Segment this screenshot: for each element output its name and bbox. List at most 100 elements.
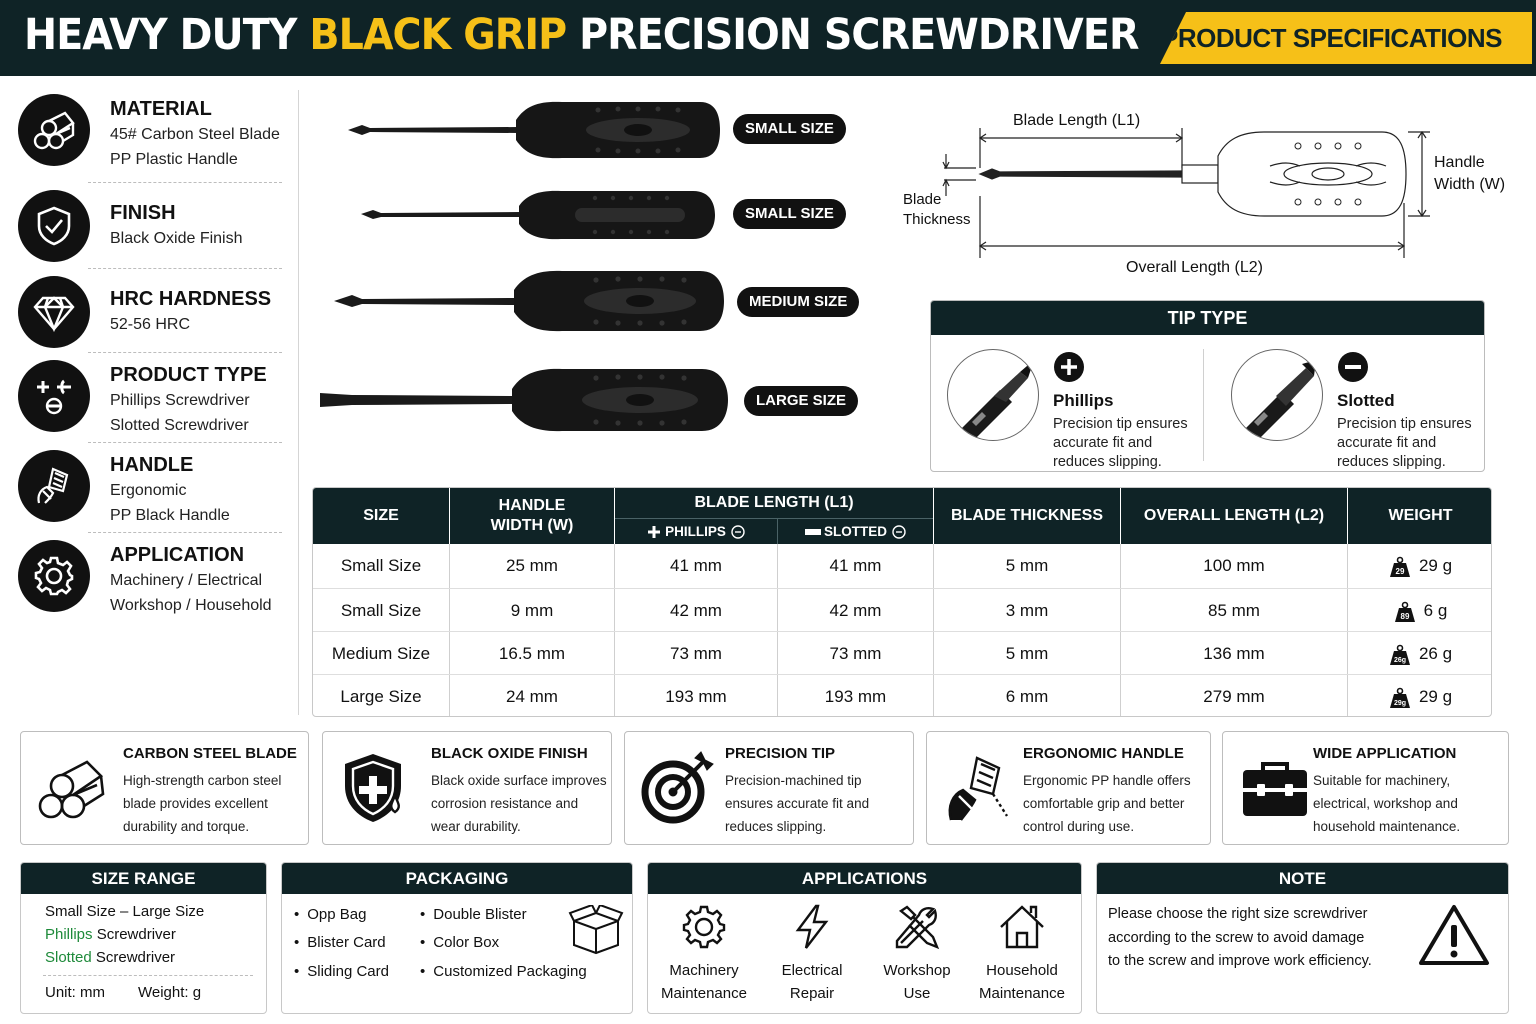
packaging-item: Opp Bag <box>294 906 366 923</box>
spec-table: SIZE HANDLE WIDTH (W) BLADE LENGTH (L1) … <box>312 487 1492 717</box>
phillips-closeup-image <box>947 349 1039 441</box>
slotted-tip-icon <box>892 524 906 539</box>
table-row: Small Size 9 mm 42 mm 42 mm 3 mm 85 mm 8… <box>313 588 1491 632</box>
size-pill: SMALL SIZE <box>733 114 846 144</box>
packaging-item: Color Box <box>420 934 499 951</box>
cell-phillips: 73 mm <box>670 644 722 663</box>
note-panel: NOTE Please choose the right size screwd… <box>1096 862 1509 1014</box>
steel-bars-icon <box>38 760 105 819</box>
col-divider <box>1120 544 1121 716</box>
hand-grip-icon <box>948 756 1009 821</box>
feature-ergonomic-handle: ERGONOMIC HANDLE Ergonomic PP handle off… <box>926 731 1211 845</box>
cell-handle-width: 9 mm <box>510 601 554 620</box>
product-specifications-tab: PRODUCT SPECIFICATIONS <box>1160 12 1532 64</box>
tip-desc: Precision tip ensures accurate fit and r… <box>1053 416 1188 470</box>
spec-line: Slotted Screwdriver <box>110 417 249 434</box>
tip-slotted: Slotted Precision tip ensures accurate f… <box>1215 335 1484 471</box>
th-phillips: PHILLIPS <box>615 519 777 544</box>
warning-icon <box>1419 905 1489 965</box>
cell-handle-width: 25 mm <box>506 556 558 575</box>
cell-slotted: 73 mm <box>829 644 882 663</box>
header-vline <box>777 519 778 544</box>
steel-bars-icon <box>18 94 90 166</box>
feature-wide-application: WIDE APPLICATION Suitable for machinery,… <box>1222 731 1509 845</box>
size-range-slotted: Slotted Screwdriver <box>45 949 176 966</box>
table-row: Medium Size 16.5 mm 73 mm 73 mm 5 mm 136… <box>313 631 1491 676</box>
col-divider <box>449 544 450 716</box>
packaging-item: Customized Packaging <box>420 963 586 980</box>
unit-label: Unit: mm <box>45 984 105 1001</box>
gear-icon <box>682 905 726 949</box>
lightning-icon <box>795 904 829 949</box>
packaging-title: PACKAGING <box>282 863 632 894</box>
th-weight: WEIGHT <box>1348 488 1491 544</box>
weight-icon: 89 <box>1394 601 1415 622</box>
th-blade-length: BLADE LENGTH (L1) <box>615 488 933 518</box>
cell-overall: 279 mm <box>1203 687 1265 706</box>
spec-heading: APPLICATION <box>110 544 245 566</box>
tip-name: Phillips <box>1053 391 1114 410</box>
svg-text:29g: 29g <box>1394 700 1406 707</box>
spec-line: Phillips Screwdriver <box>110 392 250 409</box>
table-row: Large Size 24 mm 193 mm 193 mm 6 mm 279 … <box>313 674 1491 716</box>
weight-icon: 29 <box>1389 556 1410 577</box>
feature-black-oxide-finish: BLACK OXIDE FINISH Black oxide surface i… <box>322 731 612 845</box>
gear-icon <box>18 540 90 612</box>
th-overall-length: OVERALL LENGTH (L2) <box>1121 488 1347 544</box>
feature-title: BLACK OXIDE FINISH <box>431 745 588 762</box>
box-icon <box>568 905 624 955</box>
packaging-item: Blister Card <box>294 934 385 951</box>
cell-thickness: 5 mm <box>1005 556 1049 575</box>
size-pill: MEDIUM SIZE <box>737 287 860 317</box>
header-bar: HEAVY DUTY BLACK GRIP PRECISION SCREWDRI… <box>0 0 1536 76</box>
spec-line: Workshop / Household <box>110 597 272 614</box>
col-divider <box>933 544 934 716</box>
wrench-screwdriver-icon <box>895 905 940 950</box>
spec-line: Machinery / Electrical <box>110 572 263 589</box>
slotted-bar-icon <box>805 528 821 535</box>
cell-handle-width: 16.5 mm <box>498 644 566 663</box>
cell-size: Small Size <box>340 556 422 575</box>
cell-phillips: 193 mm <box>665 687 727 706</box>
th-blade-thickness: BLADE THICKNESS <box>934 488 1120 544</box>
note-title: NOTE <box>1097 863 1508 894</box>
page-title: HEAVY DUTY BLACK GRIP PRECISION SCREWDRI… <box>24 10 1139 60</box>
cell-overall: 85 mm <box>1208 601 1260 620</box>
blade-length-label: Blade Length (L1) <box>1013 112 1141 129</box>
feature-title: WIDE APPLICATION <box>1313 745 1457 762</box>
packaging-item: Sliding Card <box>294 963 389 980</box>
weight-icon: 26g <box>1389 644 1410 665</box>
spec-line: 52-56 HRC <box>110 316 191 333</box>
size-range-panel: SIZE RANGE Small Size – Large Size Phill… <box>20 862 267 1014</box>
cell-phillips: 42 mm <box>670 601 722 620</box>
cell-phillips: 41 mm <box>670 556 722 575</box>
cell-slotted: 41 mm <box>829 556 882 575</box>
spec-heading: FINISH <box>110 202 176 224</box>
spec-heading: MATERIAL <box>110 98 212 120</box>
size-range-phillips: Phillips Screwdriver <box>45 926 176 943</box>
spec-line: Black Oxide Finish <box>110 230 243 247</box>
spec-line: Ergonomic <box>110 482 187 499</box>
house-icon <box>1000 905 1044 949</box>
spec-line: 45# Carbon Steel Blade <box>110 126 280 143</box>
spec-heading: PRODUCT TYPE <box>110 364 267 386</box>
screwdriver-small-phillips-1 <box>348 101 720 159</box>
feature-title: ERGONOMIC HANDLE <box>1023 745 1184 762</box>
tip-divider <box>1203 349 1204 461</box>
shield-drop-icon <box>345 754 401 822</box>
size-range-text: Small Size – Large Size <box>45 903 205 920</box>
size-pill: SMALL SIZE <box>733 199 846 229</box>
feature-carbon-steel-blade: CARBON STEEL BLADE High-strength carbon … <box>20 731 309 845</box>
feature-title: PRECISION TIP <box>725 745 836 762</box>
spec-separator <box>88 182 282 183</box>
